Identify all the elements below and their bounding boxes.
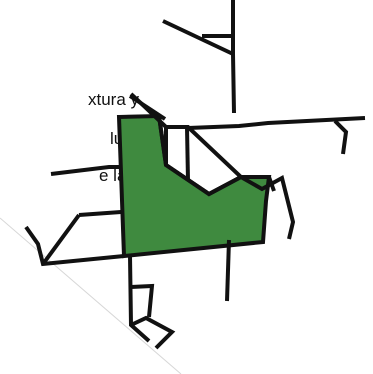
text-fragment-line-1: xtura y xyxy=(88,90,140,109)
street-right-small-diagonal xyxy=(267,176,276,192)
street-center-top-vertical xyxy=(185,126,190,182)
street-lower-left-branch xyxy=(130,315,176,350)
street-left-middle xyxy=(78,210,122,217)
street-right-lower xyxy=(240,174,296,240)
street-right-vertical xyxy=(333,119,349,155)
street-upper-left-link xyxy=(128,94,167,121)
street-lower-right-vertical xyxy=(225,239,231,302)
faint-diagonal-line xyxy=(0,217,182,374)
street-upper-vertical xyxy=(231,0,236,114)
street-lower-center-tick xyxy=(130,283,155,318)
street-lower-left-diagonal xyxy=(41,213,81,266)
street-lower-center-vertical xyxy=(128,255,151,343)
street-left-upper xyxy=(50,165,119,176)
street-upper-left-diagonal xyxy=(162,19,234,56)
street-right-long xyxy=(187,116,366,130)
street-left-lower xyxy=(24,225,125,267)
